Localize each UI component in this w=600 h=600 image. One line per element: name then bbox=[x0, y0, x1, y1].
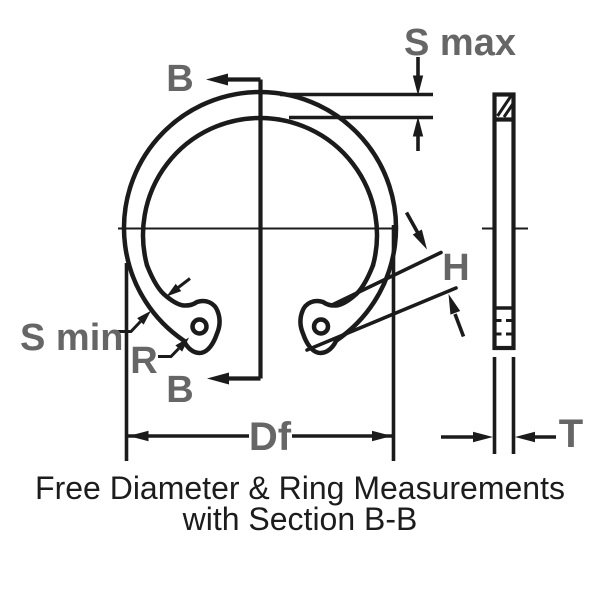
label-b-bottom: B bbox=[166, 369, 193, 411]
df-arrowhead-right bbox=[372, 430, 392, 442]
b-top-arrowhead bbox=[206, 73, 228, 86]
h-arrow-shaft-upper bbox=[404, 211, 421, 236]
dim-h bbox=[305, 211, 466, 352]
h-tangent-line-lower bbox=[305, 286, 458, 352]
label-s-max: S max bbox=[404, 22, 516, 64]
side-view-body bbox=[492, 92, 516, 351]
label-df: Df bbox=[249, 415, 292, 459]
dimension-labels: B S max S min R B Df H T bbox=[20, 22, 583, 459]
ring-front-view bbox=[118, 89, 399, 356]
h-arrowhead-upper bbox=[412, 229, 432, 253]
dim-r bbox=[158, 334, 193, 358]
drawing bbox=[116, 57, 556, 461]
label-t: T bbox=[559, 412, 583, 456]
caption-line-1: Free Diameter & Ring Measurements bbox=[35, 470, 565, 506]
s-max-arrowhead-down bbox=[412, 75, 424, 96]
side-view bbox=[482, 92, 528, 351]
s-max-arrowhead-up bbox=[412, 116, 424, 137]
label-b-top: B bbox=[166, 58, 193, 100]
label-s-min: S min bbox=[20, 317, 123, 359]
s-min-leader-line bbox=[116, 320, 142, 333]
right-lug bbox=[298, 263, 376, 356]
h-arrowhead-lower bbox=[443, 292, 461, 315]
t-arrowhead-right bbox=[515, 431, 535, 443]
left-lug bbox=[144, 263, 222, 356]
t-arrowhead-left bbox=[473, 431, 493, 443]
caption: Free Diameter & Ring Measurements with S… bbox=[35, 470, 565, 537]
right-lug-hole bbox=[311, 317, 331, 336]
left-lug-hole bbox=[190, 317, 209, 336]
b-bottom-arrowhead bbox=[207, 372, 229, 385]
df-arrowhead-left bbox=[128, 430, 149, 442]
dim-s-min bbox=[116, 277, 191, 333]
h-arrow-shaft-lower bbox=[453, 313, 466, 338]
hatch-line-2 bbox=[502, 102, 515, 118]
label-h: H bbox=[442, 247, 469, 289]
dim-t bbox=[441, 357, 556, 454]
r-leader-line bbox=[158, 347, 180, 358]
dim-df bbox=[124, 225, 396, 461]
section-line-b bbox=[206, 73, 263, 385]
caption-line-2: with Section B-B bbox=[182, 501, 418, 537]
h-tangent-line-upper bbox=[329, 250, 443, 308]
dim-s-max bbox=[280, 57, 433, 151]
hatch-line-1 bbox=[496, 95, 513, 117]
label-r: R bbox=[130, 340, 157, 382]
